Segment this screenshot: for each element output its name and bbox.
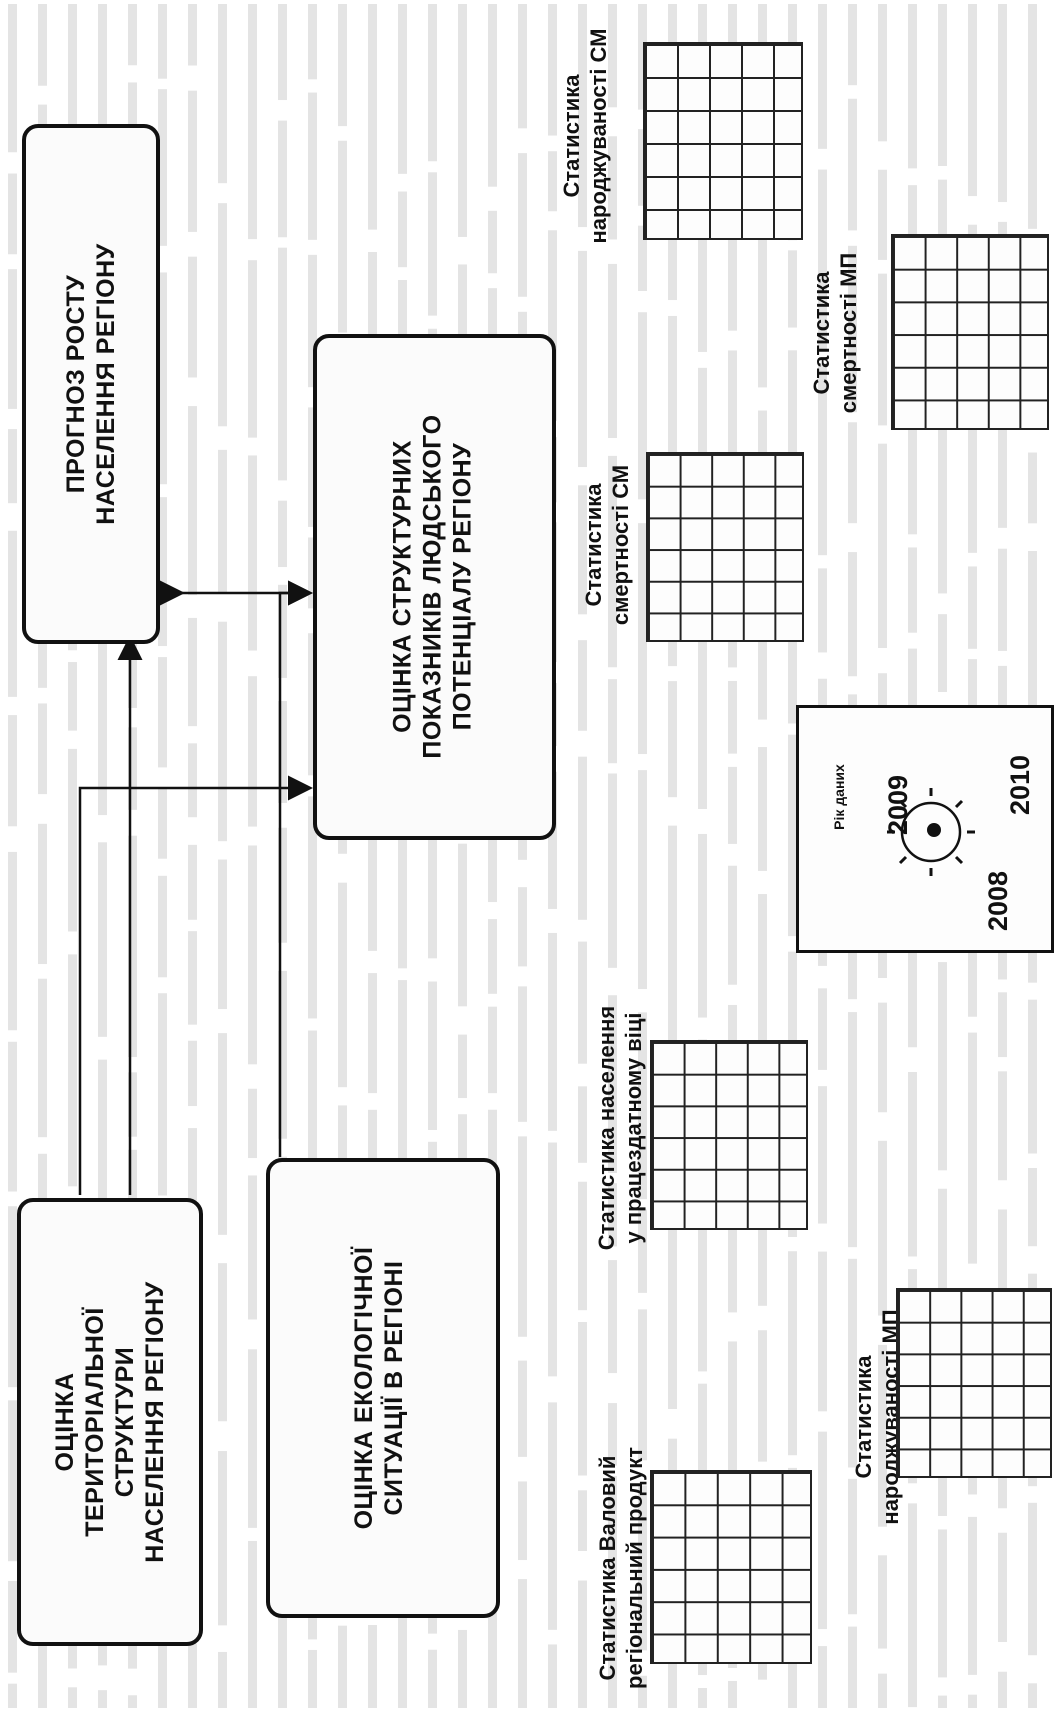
birth-cm-table (643, 42, 803, 240)
ecological-line-2: СИТУАЦІЇ В РЕГІОНІ (380, 1260, 408, 1516)
territorial-line-2: ТЕРИТОРІАЛЬНОЇ (81, 1307, 109, 1537)
ecological-situation-box: ОЦІНКА ЕКОЛОГІЧНОЇ СИТУАЦІЇ В РЕГІОНІ (266, 1158, 500, 1618)
structural-line-1: ОЦІНКА СТРУКТУРНИХ (388, 440, 416, 733)
death-mp-label: Статистика смертності МП (805, 243, 865, 423)
arrow-ecological-to-structural (278, 580, 313, 1157)
death-cm-table (646, 452, 804, 642)
forecast-line-1: ПРОГНОЗ РОСТУ (62, 274, 90, 494)
year-panel-label: Рік даних (831, 764, 847, 830)
birth-cm-label: Статистика народжуваності СМ (555, 28, 615, 244)
structural-line-3: ПОТЕНЦІАЛУ РЕГІОНУ (448, 442, 476, 731)
grp-label-line-1: Статистика Валовий (595, 1455, 620, 1681)
working-age-table (650, 1040, 808, 1230)
working-age-label: Статистика населення у працездатному віц… (590, 978, 650, 1278)
grp-table (650, 1470, 812, 1664)
forecast-line-2: НАСЕЛЕННЯ РЕГІОНУ (92, 243, 120, 525)
working-age-label-line-2: у працездатному віці (621, 1012, 646, 1244)
forecast-box: ПРОГНОЗ РОСТУ НАСЕЛЕННЯ РЕГІОНУ (22, 124, 160, 644)
ecological-line-1: ОЦІНКА ЕКОЛОГІЧНОЇ (350, 1246, 378, 1530)
sun-dial-icon (887, 788, 975, 876)
data-year-panel: Рік даних 2009 2010 2008 (796, 705, 1054, 953)
death-mp-table (891, 234, 1049, 430)
birth-cm-label-line-1: Статистика (559, 74, 584, 198)
year-2009: 2009 (882, 774, 913, 836)
year-2008: 2008 (982, 870, 1013, 932)
territorial-line-1: ОЦІНКА (51, 1372, 79, 1472)
arrow-territorial-to-structural (78, 775, 313, 1195)
working-age-label-line-1: Статистика населення (594, 1005, 619, 1251)
death-mp-label-line-2: смертності МП (836, 252, 861, 414)
birth-cm-label-line-2: народжуваності СМ (586, 28, 611, 244)
grp-label-line-2: регіональний продукт (622, 1447, 647, 1689)
death-cm-label-line-1: Статистика (581, 483, 606, 607)
birth-mp-label-line-1: Статистика (851, 1355, 876, 1479)
birth-mp-table (896, 1288, 1052, 1478)
territorial-line-4: НАСЕЛЕННЯ РЕГІОНУ (141, 1281, 169, 1563)
death-cm-label-line-2: смертності СМ (608, 464, 633, 626)
territorial-line-3: СТРУКТУРИ (111, 1346, 139, 1498)
death-mp-label-line-1: Статистика (809, 271, 834, 395)
structural-line-2: ПОКАЗНИКІВ ЛЮДСЬКОГО (418, 414, 446, 759)
territorial-structure-box: ОЦІНКА ТЕРИТОРІАЛЬНОЇ СТРУКТУРИ НАСЕЛЕНН… (17, 1198, 203, 1646)
year-2010: 2010 (1004, 754, 1035, 816)
grp-label: Статистика Валовий регіональний продукт (591, 1418, 651, 1712)
death-cm-label: Статистика смертності СМ (577, 455, 637, 635)
structural-indicators-box: ОЦІНКА СТРУКТУРНИХ ПОКАЗНИКІВ ЛЮДСЬКОГО … (313, 334, 556, 840)
